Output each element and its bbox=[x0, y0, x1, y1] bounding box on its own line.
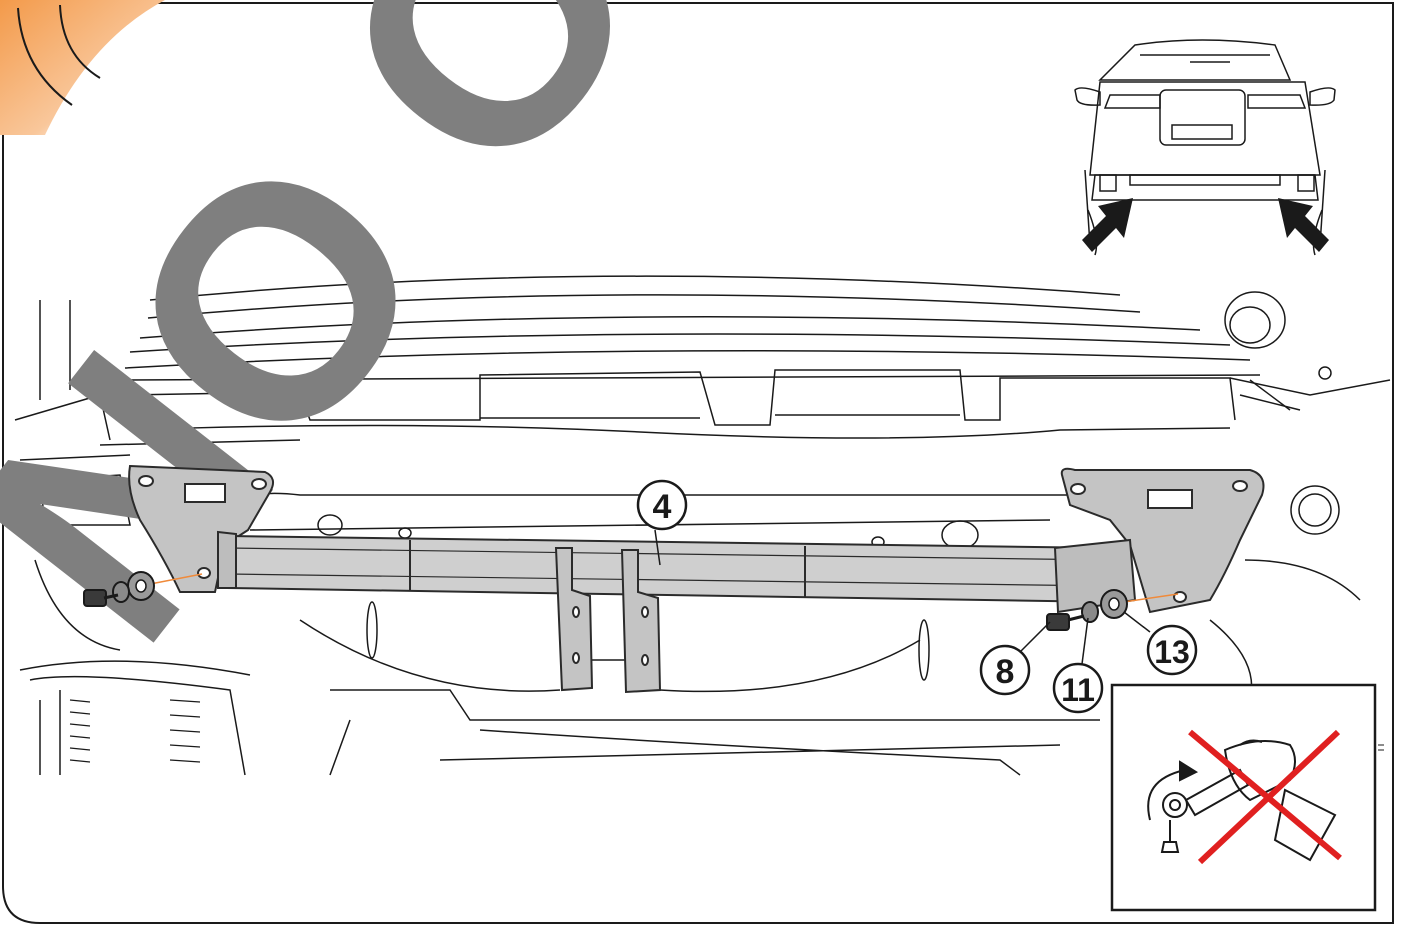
edge-tick-marks bbox=[1378, 744, 1384, 751]
callout-11-label: 11 bbox=[1061, 672, 1095, 708]
callout-8-label: 8 bbox=[996, 653, 1015, 691]
right-mounting-bracket bbox=[1060, 467, 1265, 614]
callout-11: 11 bbox=[1052, 617, 1104, 714]
callout-13: 13 bbox=[1123, 611, 1198, 676]
watermark-text: NO OK bbox=[0, 0, 861, 703]
arrow-icon bbox=[1082, 198, 1133, 252]
right-fastener-set bbox=[1046, 589, 1179, 631]
tow-bar-crossbar bbox=[217, 530, 1137, 694]
callout-4-label: 4 bbox=[653, 488, 672, 526]
no-impact-wrench-icon bbox=[1110, 683, 1377, 912]
callout-8: 8 bbox=[979, 621, 1051, 696]
callout-13-label: 13 bbox=[1154, 634, 1190, 670]
vehicle-underbody bbox=[14, 275, 1391, 776]
corner-accent bbox=[0, 0, 165, 135]
arrow-icon bbox=[1278, 198, 1329, 252]
callout-4: 4 bbox=[636, 479, 688, 566]
left-fastener-set bbox=[83, 571, 203, 607]
left-mounting-bracket bbox=[128, 464, 275, 593]
